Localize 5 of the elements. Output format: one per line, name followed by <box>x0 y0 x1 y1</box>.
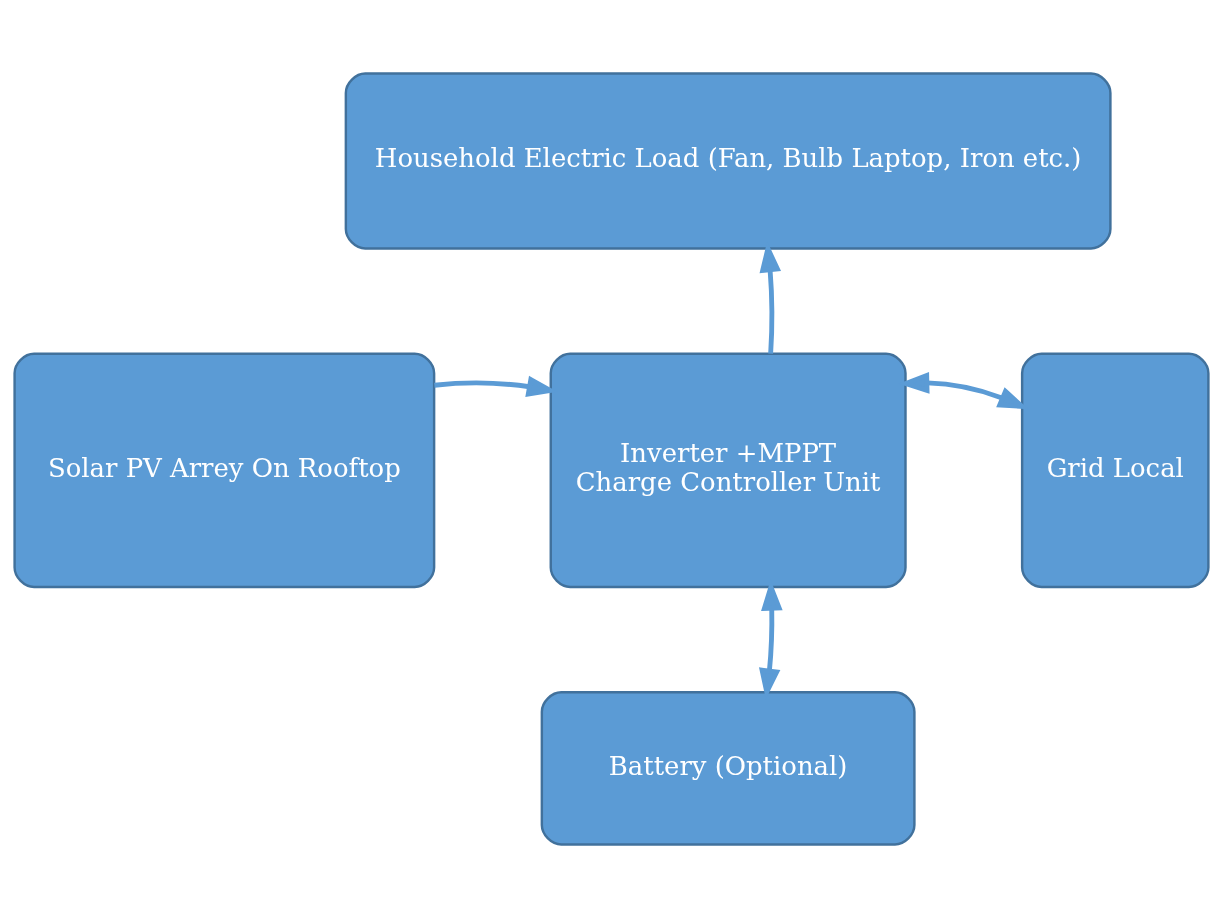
node-box: Grid Local <box>1020 352 1210 588</box>
node-box: Solar PV Arrey On Rooftop <box>13 352 436 588</box>
node-box: Household Electric Load (Fan, Bulb Laptop, Iron etc.) <box>344 71 1112 250</box>
node-box: Battery (Optional) <box>540 690 916 846</box>
node-box: Inverter +MPPT Charge Controller Unit <box>549 352 907 588</box>
